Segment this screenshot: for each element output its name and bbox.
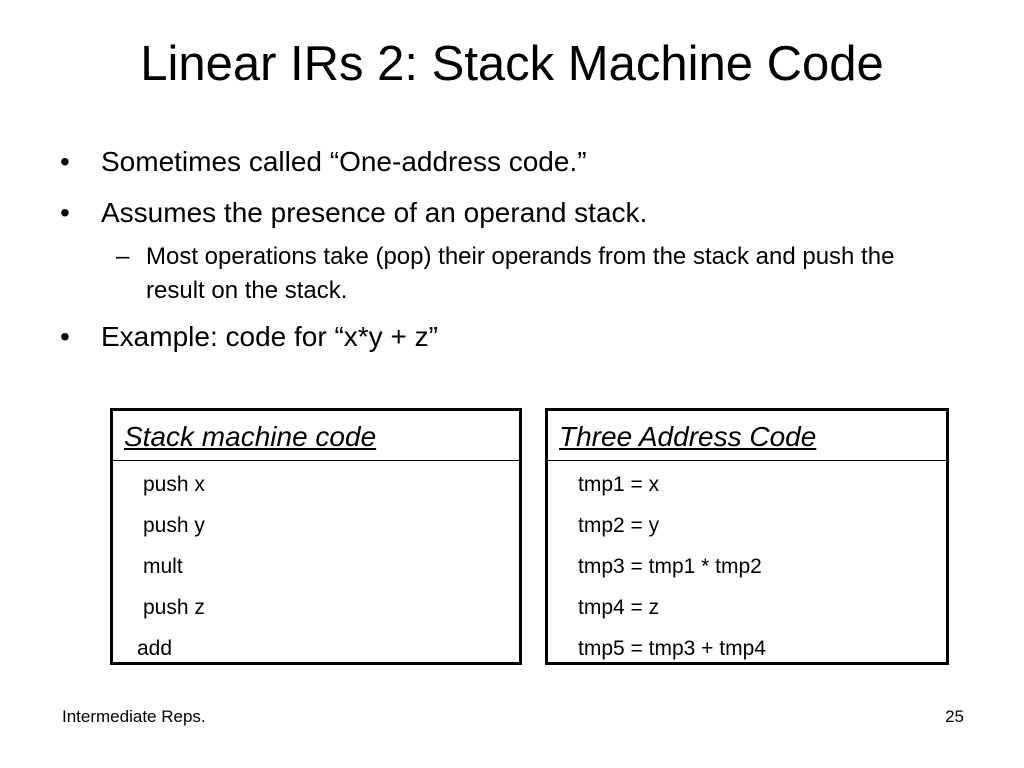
page-number: 25 bbox=[945, 707, 964, 726]
stack-code-line: push z bbox=[143, 596, 205, 619]
footer-label: Intermediate Reps. bbox=[62, 707, 206, 726]
tac-code-line: tmp1 = x bbox=[578, 473, 660, 496]
three-address-code-box: Three Address Code tmp1 = x tmp2 = y tmp… bbox=[545, 408, 949, 665]
slide-title: Linear IRs 2: Stack Machine Code bbox=[140, 37, 884, 91]
stack-code-line: mult bbox=[143, 555, 183, 578]
bullet-text: Assumes the presence of an operand stack… bbox=[101, 197, 648, 228]
bullet-text: Sometimes called “One-address code.” bbox=[101, 146, 587, 177]
tac-code-line: tmp2 = y bbox=[578, 514, 660, 537]
bullet-list: • Sometimes called “One-address code.” •… bbox=[60, 146, 895, 352]
tac-code-line: tmp4 = z bbox=[578, 596, 660, 619]
stack-machine-code-heading: Stack machine code bbox=[113, 411, 519, 461]
bullet-marker: • bbox=[60, 197, 70, 228]
sub-bullet-marker: – bbox=[116, 243, 130, 270]
stack-code-line: push y bbox=[143, 514, 205, 537]
bullet-marker: • bbox=[60, 321, 70, 352]
sub-bullet-text: Most operations take (pop) their operand… bbox=[146, 243, 895, 304]
bullet-marker: • bbox=[60, 146, 70, 177]
tac-code-line: tmp3 = tmp1 * tmp2 bbox=[578, 555, 762, 578]
stack-code-line: add bbox=[137, 637, 173, 660]
tac-code-line: tmp5 = tmp3 + tmp4 bbox=[578, 637, 766, 660]
three-address-code-heading: Three Address Code bbox=[548, 411, 946, 461]
bullet-text: Example: code for “x*y + z” bbox=[101, 321, 438, 352]
stack-machine-code-box: Stack machine code push x push y mult pu… bbox=[110, 408, 522, 665]
stack-code-line: push x bbox=[143, 473, 205, 496]
